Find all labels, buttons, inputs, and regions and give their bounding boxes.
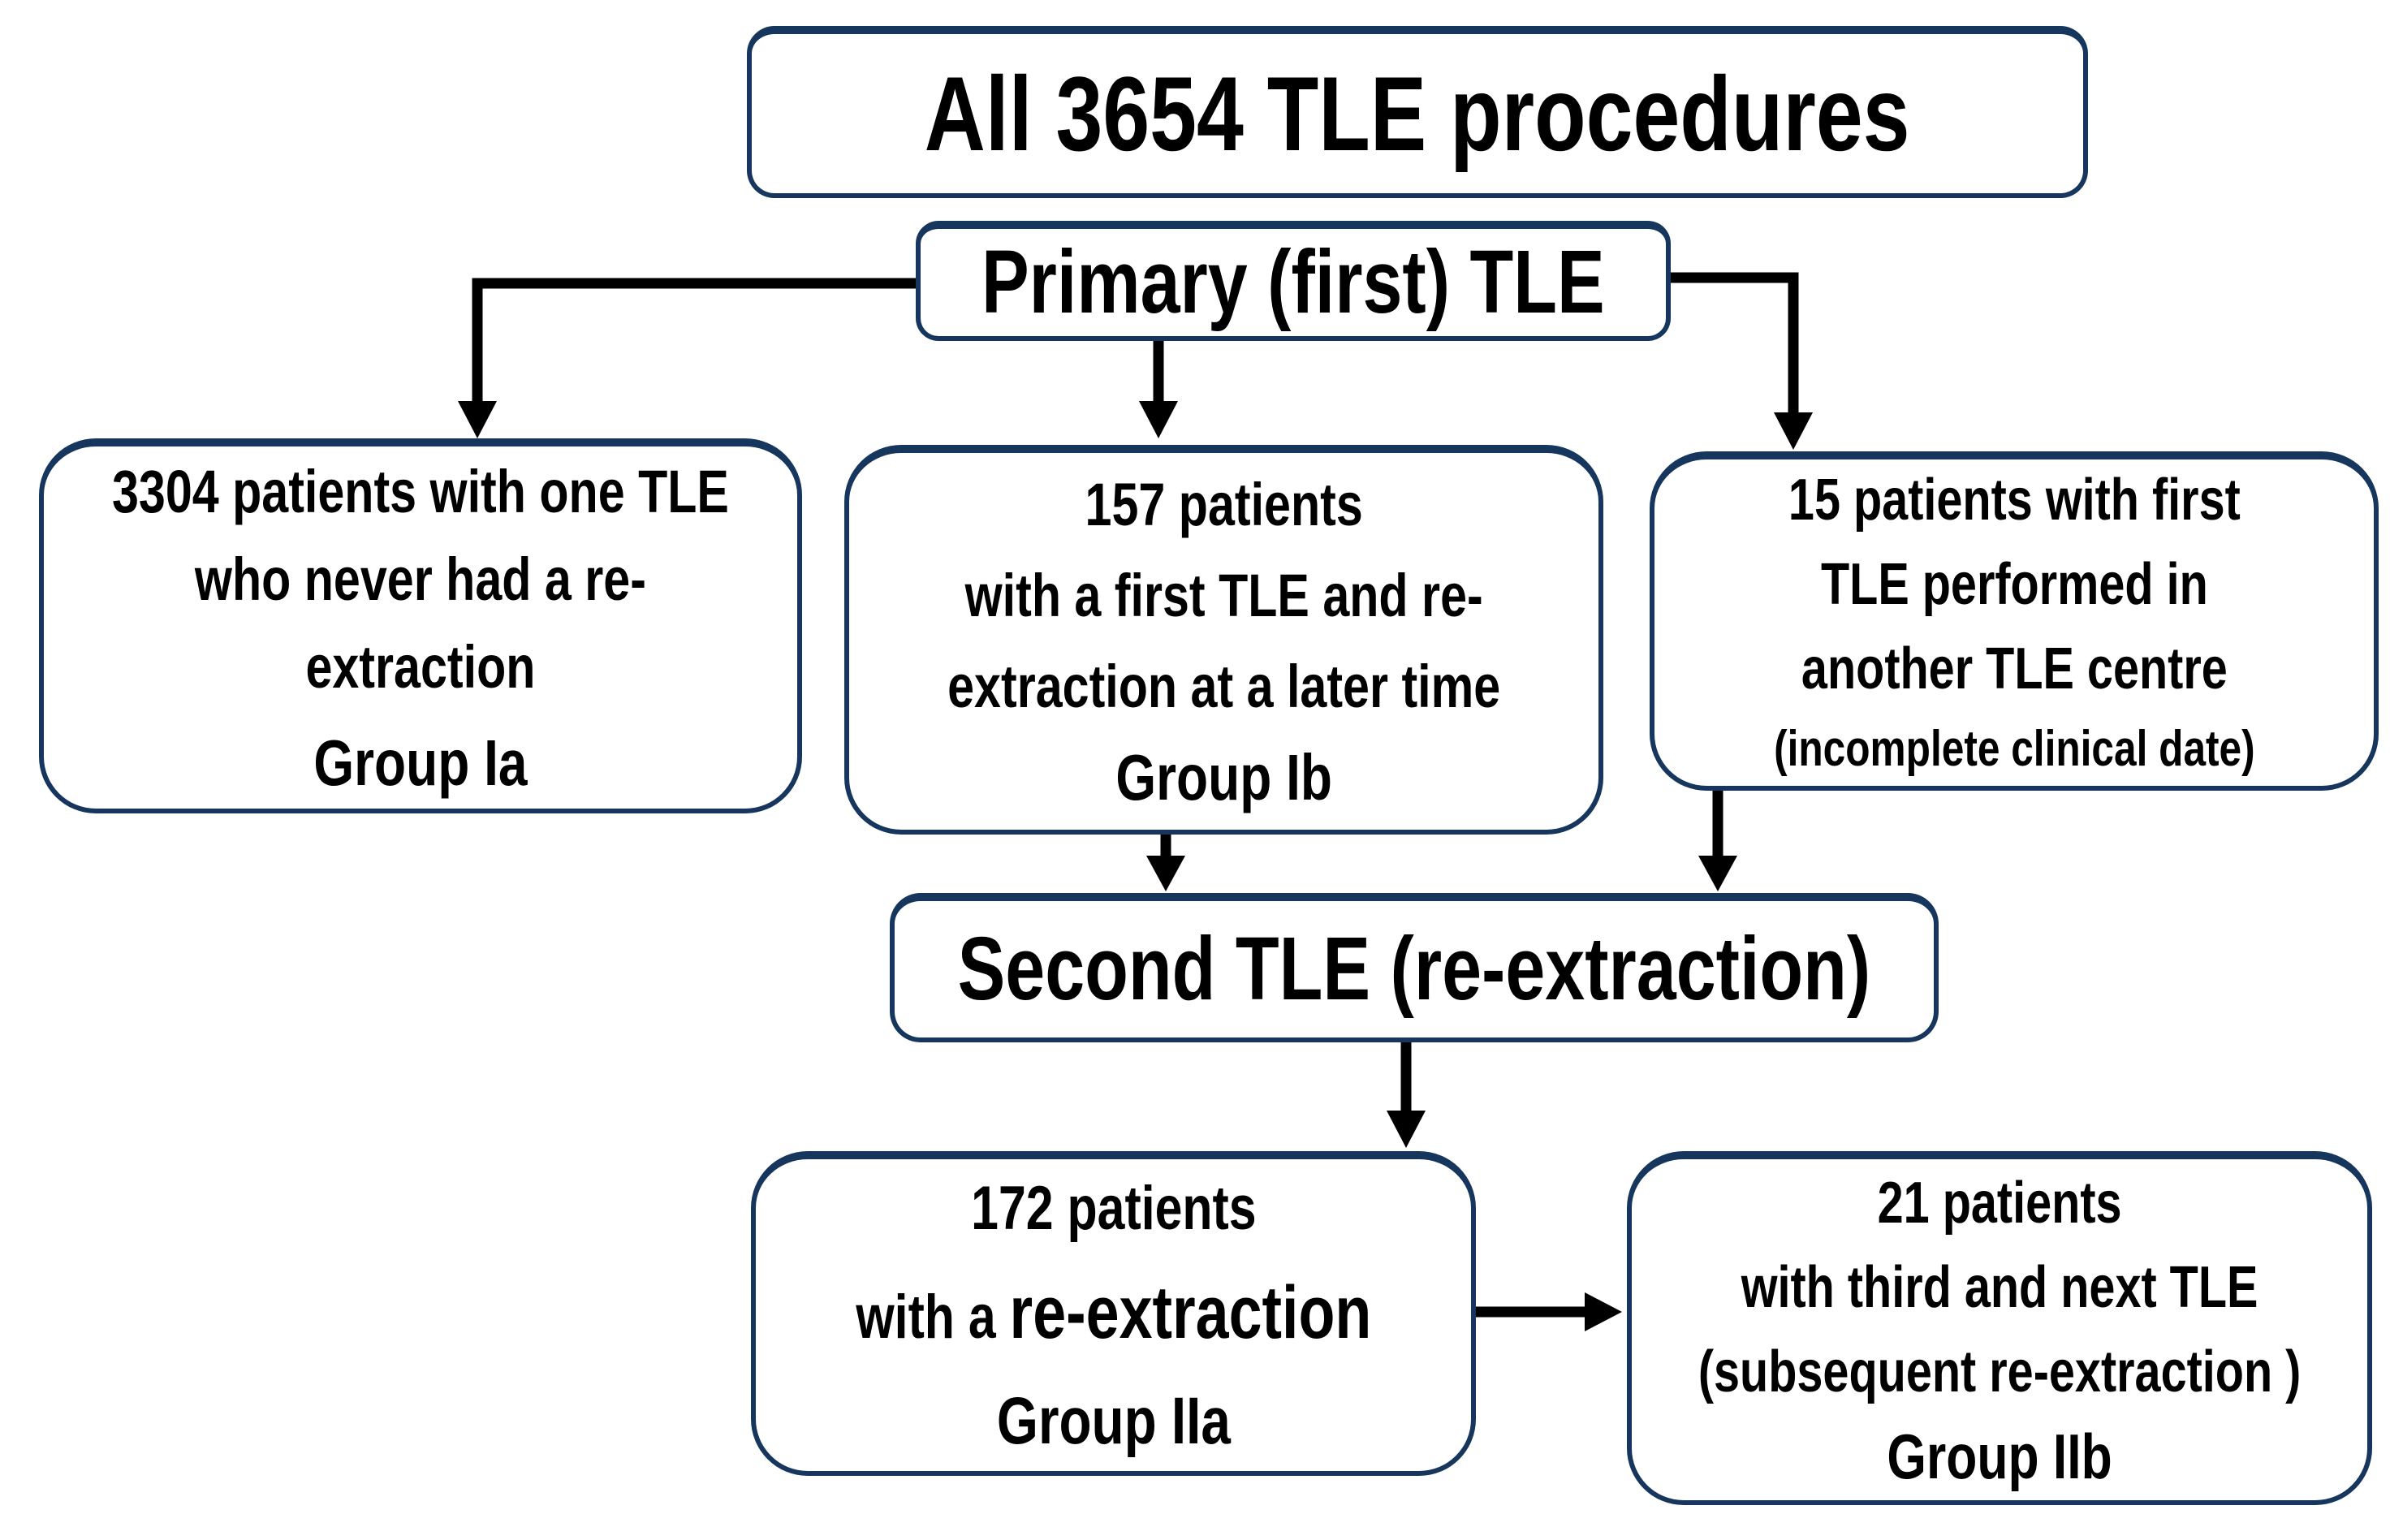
group-iia-line-2-main: re-extraction	[1009, 1271, 1372, 1354]
arrow-second-to-group-iia	[1387, 1042, 1426, 1148]
all-procedures-box: All 3654 TLE procedures	[747, 26, 2088, 198]
group-iia-line-1: 172 patients	[970, 1174, 1257, 1243]
group-iib-line-3: (subsequent re-extraction )	[1698, 1339, 2302, 1404]
group-iia-box: 172 patients with a re-extraction Group …	[751, 1151, 1476, 1476]
group-iib-label: Group IIb	[1887, 1421, 2112, 1492]
all-procedures-text: All 3654 TLE procedures	[925, 53, 1910, 175]
arrow-primary-to-group-ia	[458, 278, 916, 438]
group-iia-line-2-prefix: with a	[855, 1283, 1010, 1352]
group-ia-label: Group Ia	[313, 727, 528, 799]
other-centre-line-1: 15 patients with first	[1788, 468, 2241, 533]
group-iib-text: 21 patients with third and next TLE (sub…	[1698, 1161, 2302, 1499]
group-ia-line-1: 3304 patients with one TLE	[112, 458, 729, 525]
primary-tle-label: Primary (first) TLE	[981, 232, 1605, 332]
group-ia-box: 3304 patients with one TLE who never had…	[39, 438, 802, 813]
group-ib-line-1: 157 patients	[1085, 471, 1363, 538]
other-centre-line-2: TLE performed in	[1820, 552, 2208, 617]
other-centre-box: 15 patients with first TLE performed in …	[1650, 451, 2379, 791]
group-iia-label: Group IIa	[996, 1384, 1231, 1458]
arrow-other-centre-to-second	[1698, 791, 1737, 891]
other-centre-line-3: another TLE centre	[1801, 636, 2228, 701]
arrow-primary-to-group-ib	[1139, 341, 1178, 438]
group-ia-line-3: extraction	[305, 633, 536, 701]
group-ib-line-3: extraction at a later time	[947, 653, 1501, 720]
group-iia-text: 172 patients with a re-extraction Group …	[856, 1157, 1371, 1473]
second-tle-box: Second TLE (re-extraction)	[890, 893, 1939, 1042]
arrow-primary-to-other-centre	[1671, 272, 1813, 450]
group-ib-text: 157 patients with a first TLE and re- ex…	[947, 459, 1500, 823]
other-centre-text: 15 patients with first TLE performed in …	[1774, 458, 2255, 787]
group-iia-line-2: with a re-extraction	[856, 1261, 1371, 1370]
group-ia-text: 3304 patients with one TLE who never had…	[112, 448, 729, 807]
group-ib-label: Group Ib	[1115, 741, 1332, 813]
group-iib-line-2: with third and next TLE	[1741, 1255, 2258, 1320]
group-ib-box: 157 patients with a first TLE and re- ex…	[844, 445, 1603, 835]
arrow-group-ib-to-second	[1146, 835, 1185, 891]
other-centre-note: (incomplete clinical date)	[1773, 721, 2255, 777]
group-ia-line-2: who never had a re-	[195, 546, 647, 613]
arrow-group-iia-to-group-iib	[1476, 1292, 1622, 1331]
all-procedures-label: All 3654 TLE procedures	[925, 54, 1910, 173]
primary-tle-box: Primary (first) TLE	[916, 221, 1671, 341]
second-tle-text: Second TLE (re-extraction)	[958, 912, 1871, 1026]
group-ib-line-2: with a first TLE and re-	[964, 562, 1483, 629]
group-iib-box: 21 patients with third and next TLE (sub…	[1627, 1151, 2372, 1505]
primary-tle-text: Primary (first) TLE	[981, 230, 1605, 335]
second-tle-label: Second TLE (re-extraction)	[957, 919, 1871, 1019]
group-iib-line-1: 21 patients	[1877, 1171, 2122, 1236]
